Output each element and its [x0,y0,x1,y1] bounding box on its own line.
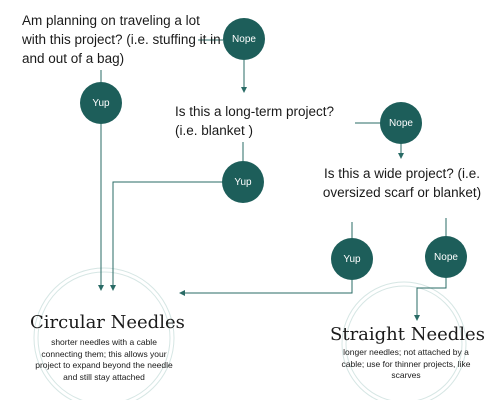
answer-long-term-nope: Nope [380,102,422,144]
straight-outcome-rings [341,281,467,400]
outcome-circular-title: Circular Needles [30,312,185,333]
answer-wide-yup: Yup [331,238,373,280]
connector-yup-to-circular-2 [110,181,222,291]
outcome-straight-title: Straight Needles [330,324,485,345]
question-long-term: Is this a long-term project? (i.e. blank… [175,104,335,138]
outcome-circular-description: shorter needles with a cable connecting … [35,337,173,382]
answer-wide-nope: Nope [425,236,467,278]
question-wide: Is this a wide project? (i.e. oversized … [322,166,482,200]
circular-outcome-rings [33,267,175,400]
outcome-straight-description: longer needles; not attached by a cable;… [341,347,471,380]
answer-travel-nope: Nope [223,18,265,60]
connector-nope-to-straight [414,278,447,321]
answer-travel-yup: Yup [80,82,122,124]
connector-yup-to-circular-3 [179,280,353,296]
question-travel: Am planning on traveling a lot with this… [22,13,221,66]
answer-long-term-yup: Yup [222,161,264,203]
